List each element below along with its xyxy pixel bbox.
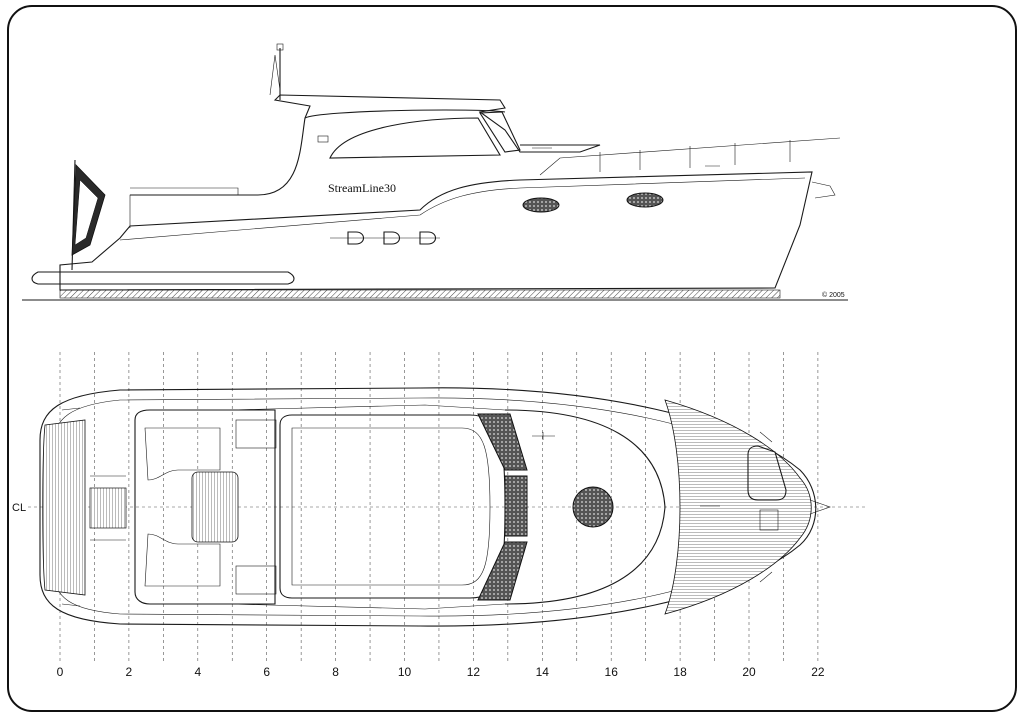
station-label: 8 <box>332 665 339 679</box>
cockpit-table <box>191 471 239 543</box>
deck-cleats <box>532 147 720 167</box>
sheet-frame <box>7 5 1017 712</box>
windscreen-panel-port <box>477 413 528 471</box>
windscreen-panel-stbd <box>477 541 528 601</box>
bow-rail <box>539 137 841 176</box>
station-label: 6 <box>263 665 270 679</box>
station-label: 2 <box>126 665 133 679</box>
cockpit-coaming <box>129 187 239 228</box>
transom-rails <box>90 475 126 541</box>
keel-hatch <box>59 289 781 299</box>
copyright-label: © 2005 <box>822 291 845 299</box>
windscreen-panel-center <box>504 475 528 537</box>
ensign-flag-stripe <box>74 179 99 246</box>
cockpit-seat-stbd <box>144 533 221 587</box>
foredeck-planking <box>664 399 812 615</box>
bow-cleats <box>759 431 773 583</box>
side-light <box>317 135 329 143</box>
deck-hatch <box>572 486 614 528</box>
superstructure <box>130 94 601 196</box>
sheer-line <box>119 177 806 241</box>
hardtop-plan <box>279 414 506 599</box>
station-label: 4 <box>194 665 201 679</box>
hardtop-inner <box>291 427 491 586</box>
station-label: 16 <box>605 665 619 679</box>
stern-cleats <box>61 407 81 607</box>
transom-steps <box>89 487 127 529</box>
plan-view: CL <box>12 352 868 679</box>
helm-seat-port <box>235 419 277 449</box>
cabin-cleat <box>532 432 555 440</box>
station-label: 10 <box>398 665 412 679</box>
helm-seat-stbd <box>235 565 277 595</box>
cockpit-outline <box>134 409 276 605</box>
swim-platform-planking <box>42 419 86 596</box>
station-label: 0 <box>57 665 64 679</box>
rail-stanchions <box>599 140 791 172</box>
windlass <box>759 509 779 531</box>
station-label: 14 <box>536 665 550 679</box>
cockpit-seat-port <box>144 427 221 481</box>
anchor-locker-hatch <box>747 445 787 501</box>
station-label: 22 <box>811 665 825 679</box>
hull-outline-plan <box>39 387 817 627</box>
side-decks <box>229 404 506 610</box>
hardtop <box>304 109 506 119</box>
porthole-fwd <box>626 192 664 208</box>
windscreen <box>479 111 521 153</box>
hull-profile <box>59 171 813 291</box>
station-label: 20 <box>742 665 756 679</box>
side-profile-view: StreamLine30 © 2005 <box>22 43 848 301</box>
bow-roller <box>700 499 831 515</box>
boat-name-label: StreamLine30 <box>328 181 396 195</box>
bow-anchor <box>811 181 836 199</box>
side-window <box>329 117 501 159</box>
station-label: 18 <box>673 665 687 679</box>
station-labels: 0 2 4 6 8 10 12 14 16 18 20 22 <box>57 665 825 679</box>
hull-logo <box>330 231 440 245</box>
station-label: 12 <box>467 665 481 679</box>
centerline-label: CL <box>12 502 26 514</box>
porthole-aft <box>522 197 560 213</box>
mast-light <box>276 43 284 51</box>
antenna <box>269 54 281 96</box>
cabin-top <box>504 409 666 605</box>
swim-platform <box>31 271 295 285</box>
